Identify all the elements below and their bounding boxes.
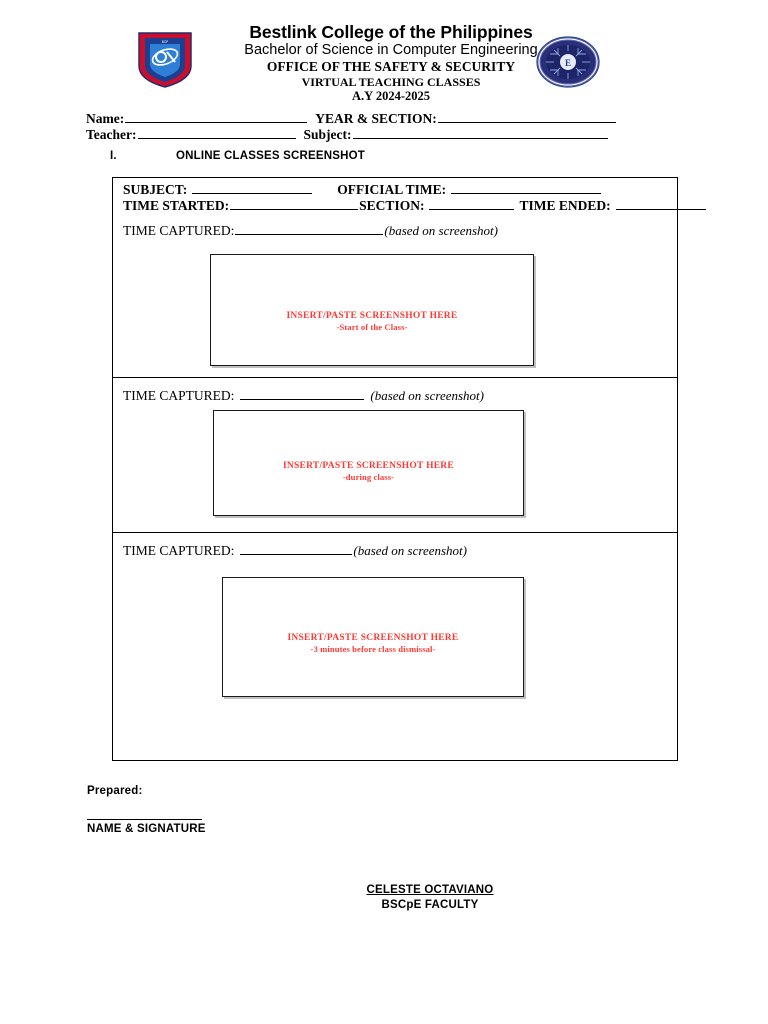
virtual-teaching-classes-line: VIRTUAL TEACHING CLASSES (301, 75, 481, 89)
screenshot-log-table: SUBJECT: OFFICIAL TIME: TIME STARTED: SE… (112, 177, 706, 761)
based-on-screenshot-note: (based on screenshot) (353, 543, 467, 558)
svg-text:E: E (565, 58, 571, 68)
class-section-input[interactable] (429, 198, 515, 210)
placeholder-subtitle: -3 minutes before class dismissal- (310, 644, 436, 654)
teacher-label: Teacher: (86, 126, 137, 142)
screenshot-placeholder-3[interactable]: INSERT/PASTE SCREENSHOT HERE -3 minutes … (222, 577, 524, 697)
svg-text:BCP: BCP (162, 40, 169, 44)
teacher-row: Teacher: Subject: (86, 127, 686, 143)
faculty-name: CELESTE OCTAVIANO (366, 884, 494, 896)
school-name: Bestlink College of the Philippines (249, 22, 533, 42)
time-ended-input[interactable] (615, 198, 706, 210)
time-captured-label: TIME CAPTURED: (123, 223, 235, 238)
placeholder-title: INSERT/PASTE SCREENSHOT HERE (287, 633, 459, 643)
section-title: ONLINE CLASSES SCREENSHOT (176, 150, 366, 162)
time-captured-row-1: TIME CAPTURED: (based on screenshot) (123, 223, 498, 239)
document-header: BCP Bestlink College of the Philippines … (0, 14, 768, 110)
screenshot-placeholder-1[interactable]: INSERT/PASTE SCREENSHOT HERE -Start of t… (210, 254, 534, 366)
class-subject-input[interactable] (192, 182, 313, 194)
time-started-label: TIME STARTED: (123, 198, 230, 213)
header-title-block: Bestlink College of the Philippines Bach… (196, 22, 586, 104)
capture-segment-3: TIME CAPTURED: (based on screenshot) INS… (113, 533, 677, 759)
faculty-name-wrap: CELESTE OCTAVIANO (300, 883, 560, 898)
time-started-input[interactable] (230, 198, 359, 210)
academic-year-line: A.Y 2024-2025 (351, 89, 430, 103)
time-captured-input[interactable] (240, 543, 353, 555)
section-field-label: SECTION: (359, 198, 425, 213)
time-captured-row-2: TIME CAPTURED: (based on screenshot) (123, 388, 484, 404)
placeholder-text-block: INSERT/PASTE SCREENSHOT HERE -3 minutes … (223, 632, 523, 655)
based-on-screenshot-note: (based on screenshot) (384, 223, 498, 238)
year-section-label: YEAR & SECTION: (315, 111, 437, 126)
office-line: OFFICE OF THE SAFETY & SECURITY (266, 59, 516, 74)
program-name: Bachelor of Science in Computer Engineer… (244, 42, 538, 58)
bestlink-college-shield-logo: BCP (137, 30, 193, 88)
year-section-input[interactable] (437, 111, 616, 123)
time-ended-label: TIME ENDED: (519, 198, 611, 213)
section-heading: I. ONLINE CLASSES SCREENSHOT (110, 150, 365, 162)
time-captured-input[interactable] (235, 223, 384, 235)
time-captured-input[interactable] (240, 388, 365, 400)
based-on-screenshot-note: (based on screenshot) (370, 388, 484, 403)
placeholder-title: INSERT/PASTE SCREENSHOT HERE (286, 311, 458, 321)
prepared-label: Prepared: (87, 785, 143, 797)
teacher-input[interactable] (137, 127, 296, 139)
official-time-label: OFFICIAL TIME: (337, 182, 447, 197)
subject-field-label: SUBJECT: (123, 182, 188, 197)
student-info-fields: Name: YEAR & SECTION: Teacher: Subject: (86, 111, 686, 142)
time-captured-label: TIME CAPTURED: (123, 388, 235, 403)
capture-segment-2: TIME CAPTURED: (based on screenshot) INS… (113, 378, 677, 533)
time-captured-label: TIME CAPTURED: (123, 543, 235, 558)
name-input[interactable] (125, 111, 308, 123)
placeholder-title: INSERT/PASTE SCREENSHOT HERE (282, 461, 455, 471)
placeholder-subtitle: -during class- (342, 472, 395, 482)
placeholder-text-block: INSERT/PASTE SCREENSHOT HERE -during cla… (214, 460, 523, 483)
subject-input[interactable] (352, 127, 608, 139)
faculty-title: BSCpE FACULTY (381, 899, 479, 911)
placeholder-text-block: INSERT/PASTE SCREENSHOT HERE -Start of t… (211, 310, 533, 333)
class-info-row-1: SUBJECT: OFFICIAL TIME: (123, 182, 707, 198)
name-signature-label: NAME & SIGNATURE (87, 823, 206, 835)
capture-segment-1: SUBJECT: OFFICIAL TIME: TIME STARTED: SE… (113, 178, 706, 378)
subject-label: Subject: (303, 126, 352, 142)
computer-engineering-department-seal: E (536, 36, 600, 88)
name-row: Name: YEAR & SECTION: (86, 111, 686, 127)
signature-input[interactable] (87, 818, 202, 820)
section-number: I. (110, 150, 117, 162)
class-info-block: SUBJECT: OFFICIAL TIME: TIME STARTED: SE… (123, 182, 707, 214)
faculty-signature-block: CELESTE OCTAVIANO BSCpE FACULTY (300, 883, 560, 913)
screenshot-placeholder-2[interactable]: INSERT/PASTE SCREENSHOT HERE -during cla… (213, 410, 524, 516)
placeholder-subtitle: -Start of the Class- (336, 322, 408, 332)
name-label: Name: (86, 111, 125, 126)
official-time-input[interactable] (451, 182, 602, 194)
class-info-row-2: TIME STARTED: SECTION: TIME ENDED: (123, 198, 707, 214)
time-captured-row-3: TIME CAPTURED: (based on screenshot) (123, 543, 467, 559)
